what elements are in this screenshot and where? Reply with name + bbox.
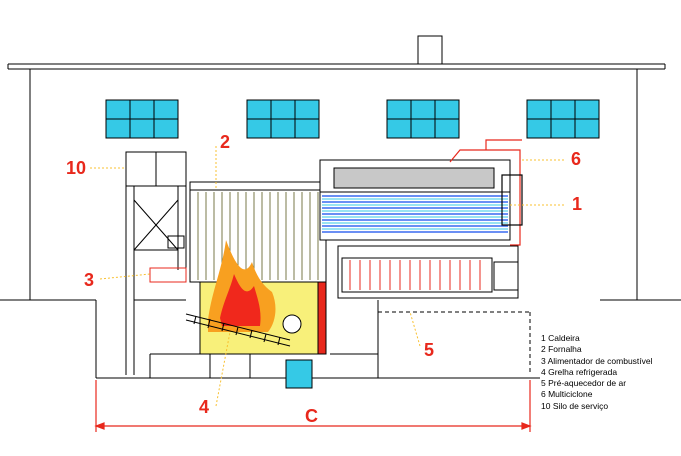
multicyclone [449,139,523,246]
window [386,99,460,139]
legend-item: 4 Grelha refrigerada [541,366,618,377]
legend-item: 10 Silo de serviço [541,400,609,411]
callout-c: C [305,406,318,426]
building-outline [0,35,681,379]
legend-item: 3 Alimentador de combustível [541,355,653,366]
cooled-grate [185,313,291,347]
callout-10: 10 [66,158,87,178]
substructure [149,300,379,378]
legend-item: 5 Pré-aquecedor de ar [541,378,627,389]
legend-item: 2 Fornalha [541,344,582,355]
legend-item: 1 Caldeira [541,333,580,343]
window [246,99,320,139]
legend-item: 6 Multiciclone [541,389,593,400]
window [105,99,179,139]
callout-2: 2 [220,132,231,152]
window [526,99,600,139]
callout-leaders [90,146,564,407]
boiler [189,159,511,283]
air-preheater [337,245,531,375]
service-silo [125,151,187,375]
dimension-line-c [94,380,532,432]
flame [208,240,276,332]
callout-6: 6 [571,149,582,169]
callout-4: 4 [199,397,210,417]
callout-3: 3 [84,270,95,290]
callout-1: 1 [572,194,583,214]
callout-5: 5 [424,340,435,360]
window-row [105,99,600,139]
legend: 1 Caldeira 2 Fornalha 3 Alimentador de c… [541,333,653,412]
